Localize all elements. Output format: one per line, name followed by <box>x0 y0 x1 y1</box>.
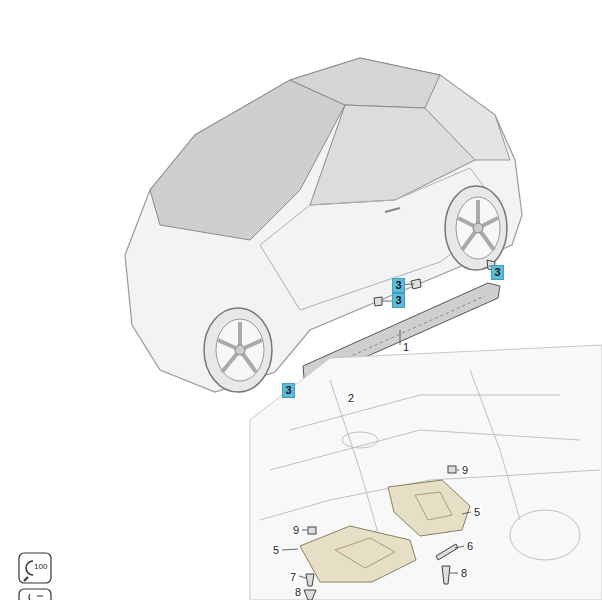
rear-pillar <box>425 75 510 160</box>
callout-number: 8 <box>294 586 302 598</box>
panel-ribs <box>335 538 395 568</box>
callout-number: 5 <box>473 506 481 518</box>
callout-box: 3 <box>392 293 405 308</box>
callout-number: 6 <box>466 540 474 552</box>
callout-number: 5 <box>272 544 280 556</box>
callout-number: 3 <box>393 279 404 291</box>
callout-number: 3 <box>492 266 503 278</box>
callout-number: 1 <box>402 341 410 353</box>
zoom-level: 100 <box>33 562 48 571</box>
clip-symbols <box>304 466 458 600</box>
zoom-glyph <box>24 577 28 581</box>
floor-lines <box>260 370 600 560</box>
fit-glyph <box>29 594 43 600</box>
callout-number: 3 <box>393 294 404 306</box>
callout-number: 2 <box>347 392 355 404</box>
underbody-panel <box>300 526 416 582</box>
callout-number: 7 <box>289 571 297 583</box>
front-wheel <box>204 308 272 392</box>
fit-icon <box>19 589 51 600</box>
callout-number: 8 <box>460 567 468 579</box>
underbody-view <box>250 345 602 600</box>
callout-box: 3 <box>392 278 405 293</box>
windshield <box>150 80 345 240</box>
panel-ribs <box>415 492 452 520</box>
callout-box: 3 <box>282 383 295 398</box>
rear-wheel <box>445 186 507 270</box>
roof-glass <box>290 58 440 108</box>
callout-number: 9 <box>461 464 469 476</box>
callout-box: 3 <box>491 265 504 280</box>
door-handle <box>385 208 400 212</box>
callout-number: 9 <box>292 524 300 536</box>
zoom-icon <box>19 553 51 583</box>
callout-number: 3 <box>283 384 294 396</box>
leader-lines <box>282 470 471 578</box>
underbody-panel <box>388 480 470 536</box>
car-body <box>125 58 522 392</box>
zoom-glyph <box>26 561 33 575</box>
